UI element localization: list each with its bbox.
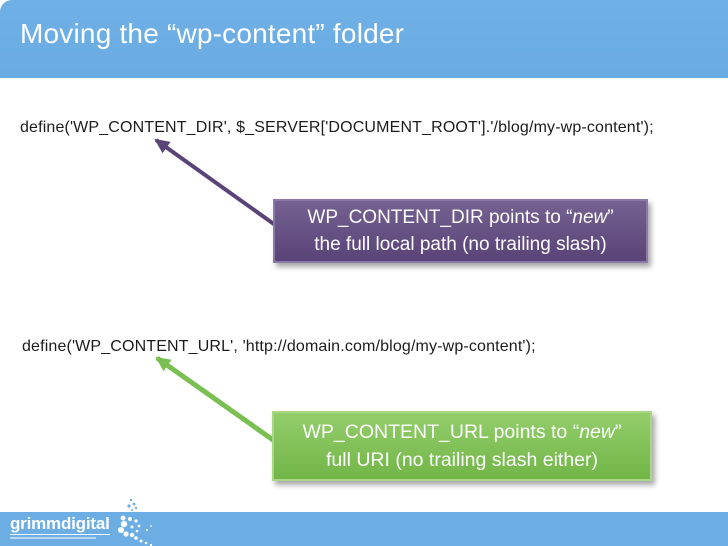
callout-dir-line1: WP_CONTENT_DIR points to “new”: [275, 204, 646, 231]
callout-url-line1: WP_CONTENT_URL points to “new”: [274, 418, 650, 446]
callout-wp-content-url: WP_CONTENT_URL points to “new” full URI …: [272, 411, 652, 481]
slide-title-bar: Moving the “wp-content” folder: [0, 0, 728, 78]
callout-url-line2: full URI (no trailing slash either): [325, 449, 599, 471]
code-line-wp-content-url: define('WP_CONTENT_URL', 'http://domain.…: [22, 338, 536, 355]
callout-dir-line1-suffix: ”: [607, 207, 614, 228]
footer-bar: grimmdigital: [0, 512, 728, 546]
callout-dir-line1-italic: new: [572, 207, 608, 228]
callout-dir-line1-prefix: WP_CONTENT_DIR points to “: [307, 207, 573, 228]
logo-tagline-bar: [10, 536, 96, 539]
callout-wp-content-dir: WP_CONTENT_DIR points to “new” the full …: [273, 199, 648, 263]
callout-dir-line2: the full local path (no trailing slash): [314, 234, 607, 255]
callout-url-line1-italic: new: [579, 421, 615, 443]
green-arrow: [155, 355, 285, 450]
slide-title: Moving the “wp-content” folder: [20, 18, 405, 49]
callout-url-line1-suffix: ”: [614, 421, 622, 443]
code-line-wp-content-dir: define('WP_CONTENT_DIR', $_SERVER['DOCUM…: [20, 119, 654, 136]
logo-text: grimmdigital: [10, 514, 110, 535]
callout-url-line1-prefix: WP_CONTENT_URL points to “: [302, 421, 580, 443]
grimmdigital-logo: grimmdigital: [10, 514, 110, 539]
purple-arrow: [154, 138, 287, 234]
